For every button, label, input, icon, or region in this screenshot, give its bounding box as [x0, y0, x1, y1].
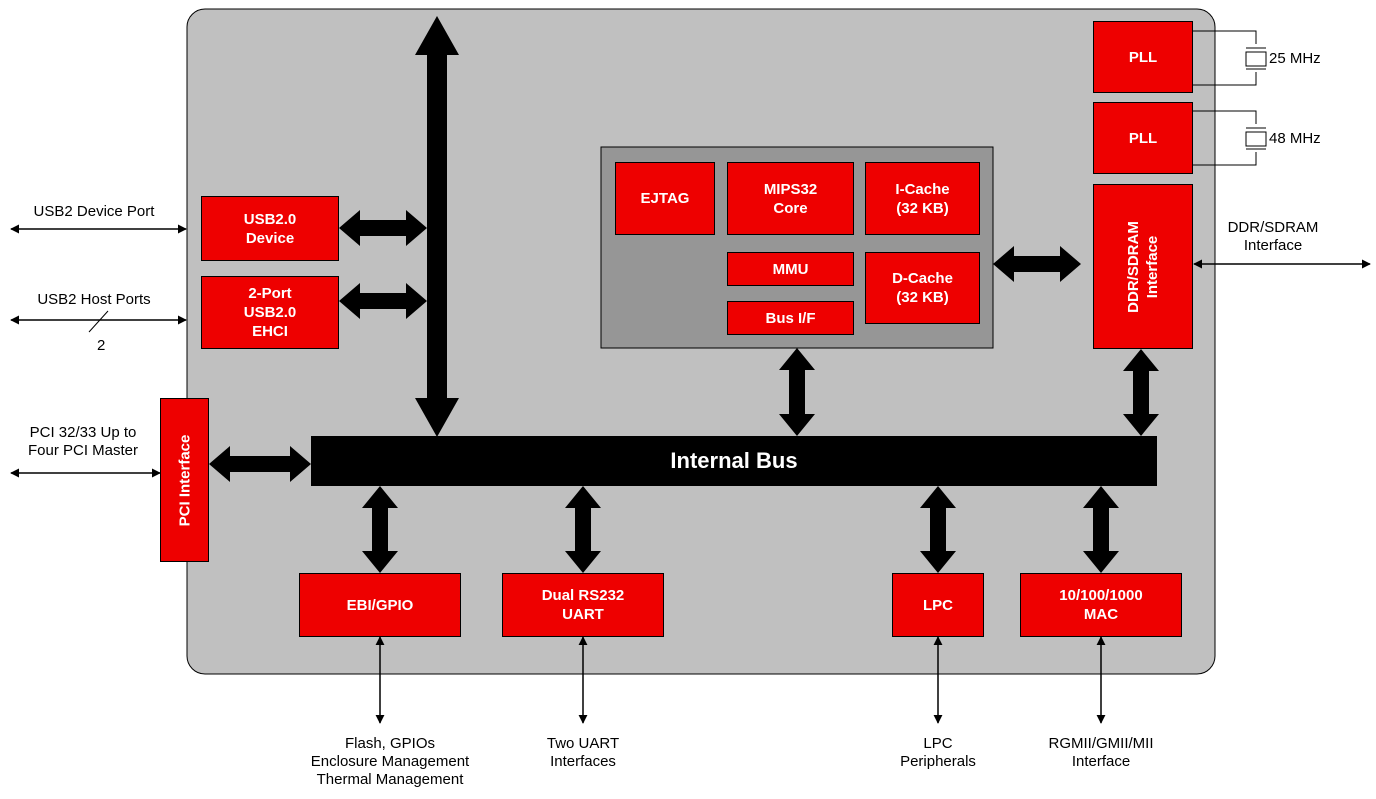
- uart-label: Dual RS232 UART: [541, 587, 625, 623]
- usb-ehci-block: 2-Port USB2.0 EHCI: [201, 276, 339, 349]
- bus-if-label: Bus I/F: [765, 309, 816, 327]
- ejtag-block: EJTAG: [615, 162, 715, 235]
- crystal-25mhz-icon: [1193, 30, 1267, 86]
- ebi-bus-arrow: [362, 486, 398, 573]
- usb-host-count-label: 2: [97, 337, 106, 354]
- uart-block: Dual RS232 UART: [502, 573, 664, 637]
- dcache-block: D-Cache (32 KB): [865, 252, 980, 324]
- uart-bus-arrow: [565, 486, 601, 573]
- cpu-bus-arrow: [779, 348, 815, 436]
- ejtag-label: EJTAG: [640, 190, 690, 207]
- mips-core-block: MIPS32 Core: [727, 162, 854, 235]
- ebi-ext-label: Flash, GPIOs Enclosure Management Therma…: [310, 735, 470, 788]
- uart-ext-label: Two UART Interfaces: [546, 735, 620, 770]
- usb-device-block: USB2.0 Device: [201, 196, 339, 261]
- pci-bus-label: PCI 32/33 Up to Four PCI Master: [27, 424, 139, 459]
- ddr-sdram-label: DDR/SDRAM Interface: [1124, 220, 1161, 313]
- pci-interface-label: PCI Interface: [176, 434, 194, 526]
- icache-label: I-Cache (32 KB): [895, 180, 950, 217]
- mips-core-label: MIPS32 Core: [763, 180, 818, 217]
- pll-2-label: PLL: [1128, 129, 1158, 147]
- usb-device-bus-arrow: [339, 210, 427, 246]
- mmu-label: MMU: [772, 260, 809, 278]
- lpc-block: LPC: [892, 573, 984, 637]
- lpc-label: LPC: [923, 596, 953, 614]
- icache-block: I-Cache (32 KB): [865, 162, 980, 235]
- mac-block: 10/100/1000 MAC: [1020, 573, 1182, 637]
- usb-device-port-label: USB2 Device Port: [33, 203, 155, 220]
- usb-ehci-label: 2-Port USB2.0 EHCI: [243, 285, 297, 340]
- internal-bus-label: Internal Bus: [670, 448, 798, 473]
- pll-block-2: PLL: [1093, 102, 1193, 174]
- bus-if-block: Bus I/F: [727, 301, 854, 335]
- pci-bus-arrow: [209, 446, 311, 482]
- ebi-gpio-block: EBI/GPIO: [299, 573, 461, 637]
- vertical-bus-arrow: [415, 16, 459, 437]
- lpc-ext-label: LPC Peripherals: [900, 735, 976, 770]
- pll-block-1: PLL: [1093, 21, 1193, 93]
- cpu-ddr-arrow: [993, 246, 1081, 282]
- crystal-48mhz-icon: [1193, 110, 1267, 166]
- dcache-label: D-Cache (32 KB): [892, 270, 953, 306]
- usb-ehci-bus-arrow: [339, 283, 427, 319]
- lpc-bus-arrow: [920, 486, 956, 573]
- mac-ext-label: RGMII/GMII/MII Interface: [1048, 735, 1154, 770]
- mac-bus-arrow: [1083, 486, 1119, 573]
- mac-label: 10/100/1000 MAC: [1059, 587, 1143, 623]
- ddr-bus-arrow: [1123, 349, 1159, 436]
- usb-device-label: USB2.0 Device: [243, 210, 297, 247]
- ddr-sdram-block: DDR/SDRAM Interface: [1093, 184, 1193, 349]
- pll-1-label: PLL: [1128, 48, 1158, 66]
- usb-host-ports-label: USB2 Host Ports: [37, 291, 151, 308]
- mmu-block: MMU: [727, 252, 854, 286]
- ebi-gpio-label: EBI/GPIO: [346, 596, 414, 614]
- usb-host-count-slash: [88, 310, 109, 333]
- ddr-interface-label: DDR/SDRAM Interface: [1227, 219, 1319, 254]
- clock-48mhz-label: 48 MHz: [1269, 130, 1321, 147]
- internal-bus: Internal Bus: [311, 436, 1157, 486]
- clock-25mhz-label: 25 MHz: [1269, 50, 1321, 67]
- pci-interface-block: PCI Interface: [160, 398, 209, 562]
